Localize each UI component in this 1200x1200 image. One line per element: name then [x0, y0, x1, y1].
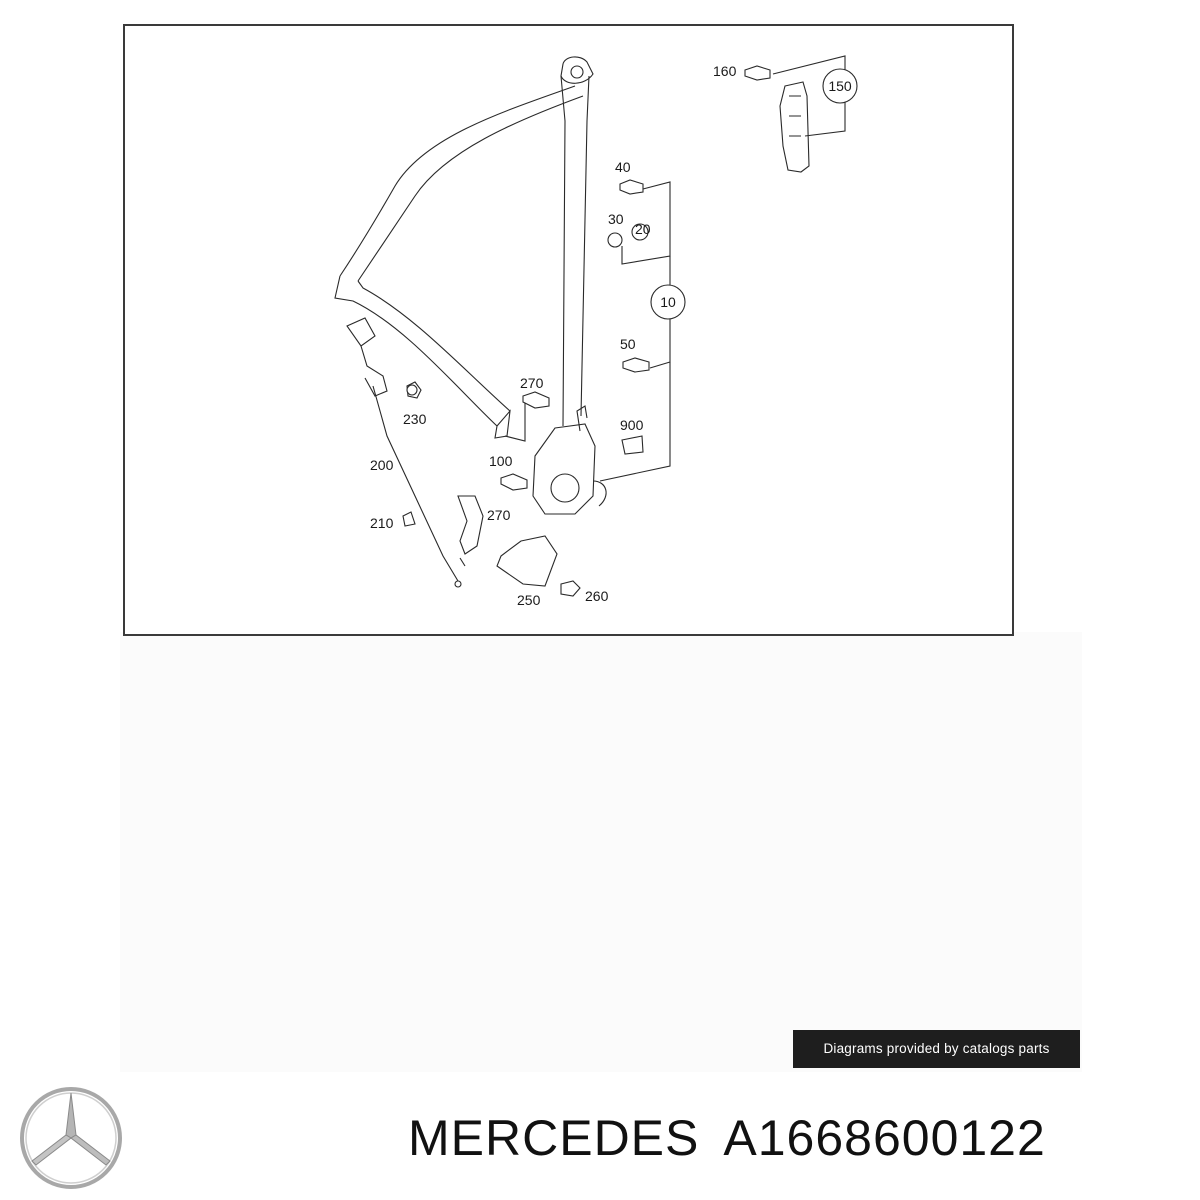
- callout-230: 230: [403, 411, 427, 427]
- callout-100: 100: [489, 453, 513, 469]
- diagram-credit-banner: Diagrams provided by catalogs parts: [793, 1030, 1080, 1068]
- callout-150: 150: [828, 78, 852, 94]
- seat-belt-drawing: 150 10 160 40 30 20 50 270 230 900 200 1…: [334, 55, 858, 608]
- callout-circle-150: [822, 68, 858, 104]
- part-title: MERCEDES A1668600122: [408, 1108, 1188, 1168]
- callout-10: 10: [660, 294, 676, 310]
- callout-200: 200: [370, 457, 394, 473]
- diagram-credit-text: Diagrams provided by catalogs parts: [823, 1041, 1050, 1056]
- callout-270-upper: 270: [520, 375, 544, 391]
- callout-30: 30: [608, 211, 624, 227]
- callout-40: 40: [615, 159, 631, 175]
- background-panel: [120, 632, 1082, 1072]
- callout-20: 20: [635, 221, 651, 237]
- mercedes-star-icon: [18, 1085, 124, 1191]
- callout-160: 160: [713, 63, 737, 79]
- parts-diagram: 150 10 160 40 30 20 50 270 230 900 200 1…: [123, 24, 1014, 636]
- callout-50: 50: [620, 336, 636, 352]
- brand-name: MERCEDES: [408, 1110, 700, 1166]
- callout-900: 900: [620, 417, 644, 433]
- callout-250: 250: [517, 592, 541, 608]
- callout-270-lower: 270: [487, 507, 511, 523]
- callout-circle-10: [650, 284, 686, 320]
- part-number: A1668600122: [723, 1110, 1046, 1166]
- callout-210: 210: [370, 515, 394, 531]
- callout-260: 260: [585, 588, 609, 604]
